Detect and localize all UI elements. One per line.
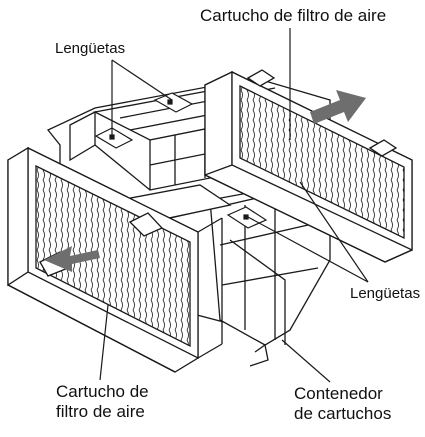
label-air-filter-cartridge-bottom: Cartucho de filtro de aire <box>56 382 149 423</box>
label-tabs-top: Lengüetas <box>55 40 126 57</box>
air-filter-cartridge-bottom <box>7 146 223 373</box>
removal-arrow-right <box>310 90 366 124</box>
tabs-top-shapes <box>94 92 194 149</box>
air-filter-cartridge-top <box>204 69 413 263</box>
label-air-filter-cartridge-bottom-line2: filtro de aire <box>56 402 145 422</box>
label-air-filter-cartridge-top: Cartucho de filtro de aire <box>200 6 387 25</box>
label-tabs-right: Lengüetas <box>350 285 421 302</box>
leader-lines <box>99 28 369 383</box>
label-cartridge-container: Contenedor de cartuchos <box>294 384 391 425</box>
label-cartridge-container-line1: Contenedor <box>294 384 383 403</box>
label-air-filter-cartridge-bottom-line1: Cartucho de <box>56 382 149 401</box>
removal-arrow-left <box>44 246 100 272</box>
label-cartridge-container-line2: de cartuchos <box>294 404 392 424</box>
